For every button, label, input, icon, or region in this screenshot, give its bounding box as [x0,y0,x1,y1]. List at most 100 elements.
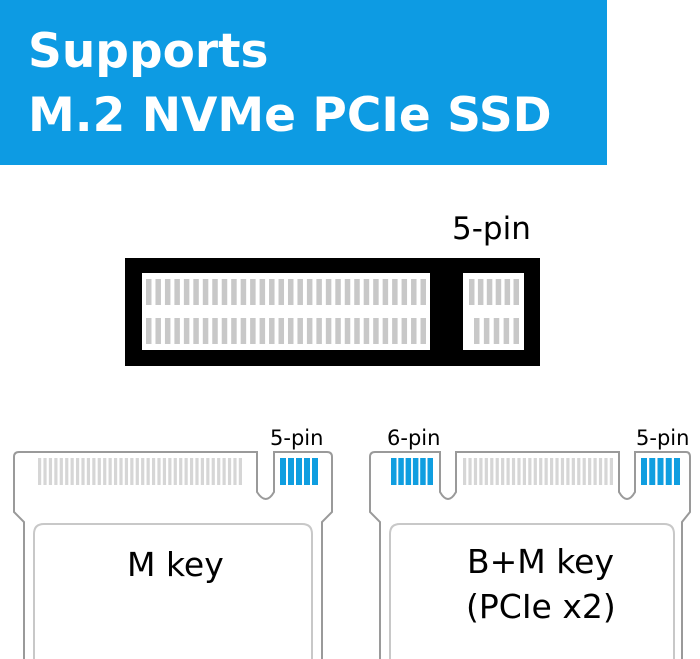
socket-pin [420,318,426,344]
gold-finger-pin [92,458,96,485]
gold-finger-pin [168,458,172,485]
gold-finger-pin [70,458,74,485]
gold-finger-pin-highlight [649,458,656,485]
gold-finger-pin [211,458,215,485]
socket-pin [164,279,171,305]
socket-pin [325,318,332,344]
gold-finger-pin [238,458,242,485]
socket-pin [373,279,379,305]
gold-finger-pin [233,458,237,485]
gold-finger-pin-highlight [312,458,318,485]
gold-finger-pin [549,458,554,485]
socket-pin [240,279,247,305]
m-key-card-pins [38,458,318,485]
gold-finger-pin [555,458,559,485]
gold-finger-pin [179,458,183,485]
gold-finger-pin [609,458,613,485]
socket-pin [344,279,351,305]
gold-finger-pin [195,458,199,485]
socket-pin [316,279,322,305]
socket-pin [287,318,294,344]
socket-pin [146,279,152,305]
gold-finger-pin [48,458,53,485]
socket-pin [486,279,493,305]
socket-pin [174,318,180,344]
socket-pin [325,279,332,305]
bm-key-5pin-label: 5-pin [636,426,690,450]
socket-pin [306,279,313,305]
gold-finger-pin [484,458,488,485]
socket-pin [202,318,209,344]
gold-finger-pin [189,458,194,485]
gold-finger-pin-highlight [665,458,672,485]
socket-pin [278,279,285,305]
gold-finger-pin [566,458,570,485]
socket-pin [411,279,417,305]
m-key-card [13,451,333,659]
banner-title-line-1: Supports [28,24,269,79]
gold-finger-pin [113,458,118,485]
socket-pin [146,318,152,344]
banner-title-line-2: M.2 NVMe PCIe SSD [28,88,552,143]
gold-finger-pin [588,458,592,485]
gold-finger-pin [517,458,521,485]
gold-finger-pin-highlight [304,458,310,485]
gold-finger-pin [490,458,494,485]
socket-pin [240,318,247,344]
m-key-5pin-label: 5-pin [270,426,324,450]
gold-finger-pin [495,458,499,485]
socket-pin [259,279,266,305]
socket-pin [193,318,199,344]
gold-finger-pin [222,458,226,485]
socket-pin [269,318,275,344]
gold-finger-pin [86,458,91,485]
gold-finger-pin [560,458,565,485]
socket-pin [474,318,480,344]
socket-pin [363,279,370,305]
socket-pin [504,279,511,305]
gold-finger-pin [54,458,58,485]
socket-pin [344,318,351,344]
gold-finger-pin [511,458,516,485]
m-key-label: M key [127,545,224,584]
socket-pin [231,318,237,344]
gold-finger-pin [38,458,42,485]
socket-pin [401,318,408,344]
socket-pin [392,318,398,344]
bm-key-6pin-label: 6-pin [387,426,441,450]
gold-finger-pin-highlight [657,458,664,485]
gold-finger-pin-highlight [427,458,433,485]
gold-finger-pin-highlight [280,458,286,485]
gold-finger-pin [598,458,603,485]
gold-finger-pin [206,458,210,485]
gold-finger-pin-highlight [641,458,647,485]
socket-pin [483,318,490,344]
socket-pin [164,318,171,344]
gold-finger-pin-highlight [296,458,302,485]
socket-pin [354,318,360,344]
socket-pin [174,279,180,305]
socket-pin [297,279,303,305]
gold-finger-pin [506,458,510,485]
gold-finger-pin [65,458,69,485]
gold-finger-pin [479,458,483,485]
gold-finger-pin [582,458,586,485]
socket-pin [250,279,256,305]
socket-pin [183,318,190,344]
gold-finger-pin [119,458,123,485]
gold-finger-pin [43,458,47,485]
socket-pin [392,279,398,305]
gold-finger-pin-highlight [288,458,294,485]
socket-pin [335,318,341,344]
gold-finger-pin [604,458,608,485]
bm-key-card [369,451,691,659]
socket-pin [411,318,417,344]
socket-pins [146,279,519,344]
socket-pin [155,318,161,344]
gold-finger-pin [157,458,161,485]
gold-finger-pin [533,458,537,485]
socket-pin [373,318,379,344]
gold-finger-pin [528,458,532,485]
gold-finger-pin [103,458,107,485]
